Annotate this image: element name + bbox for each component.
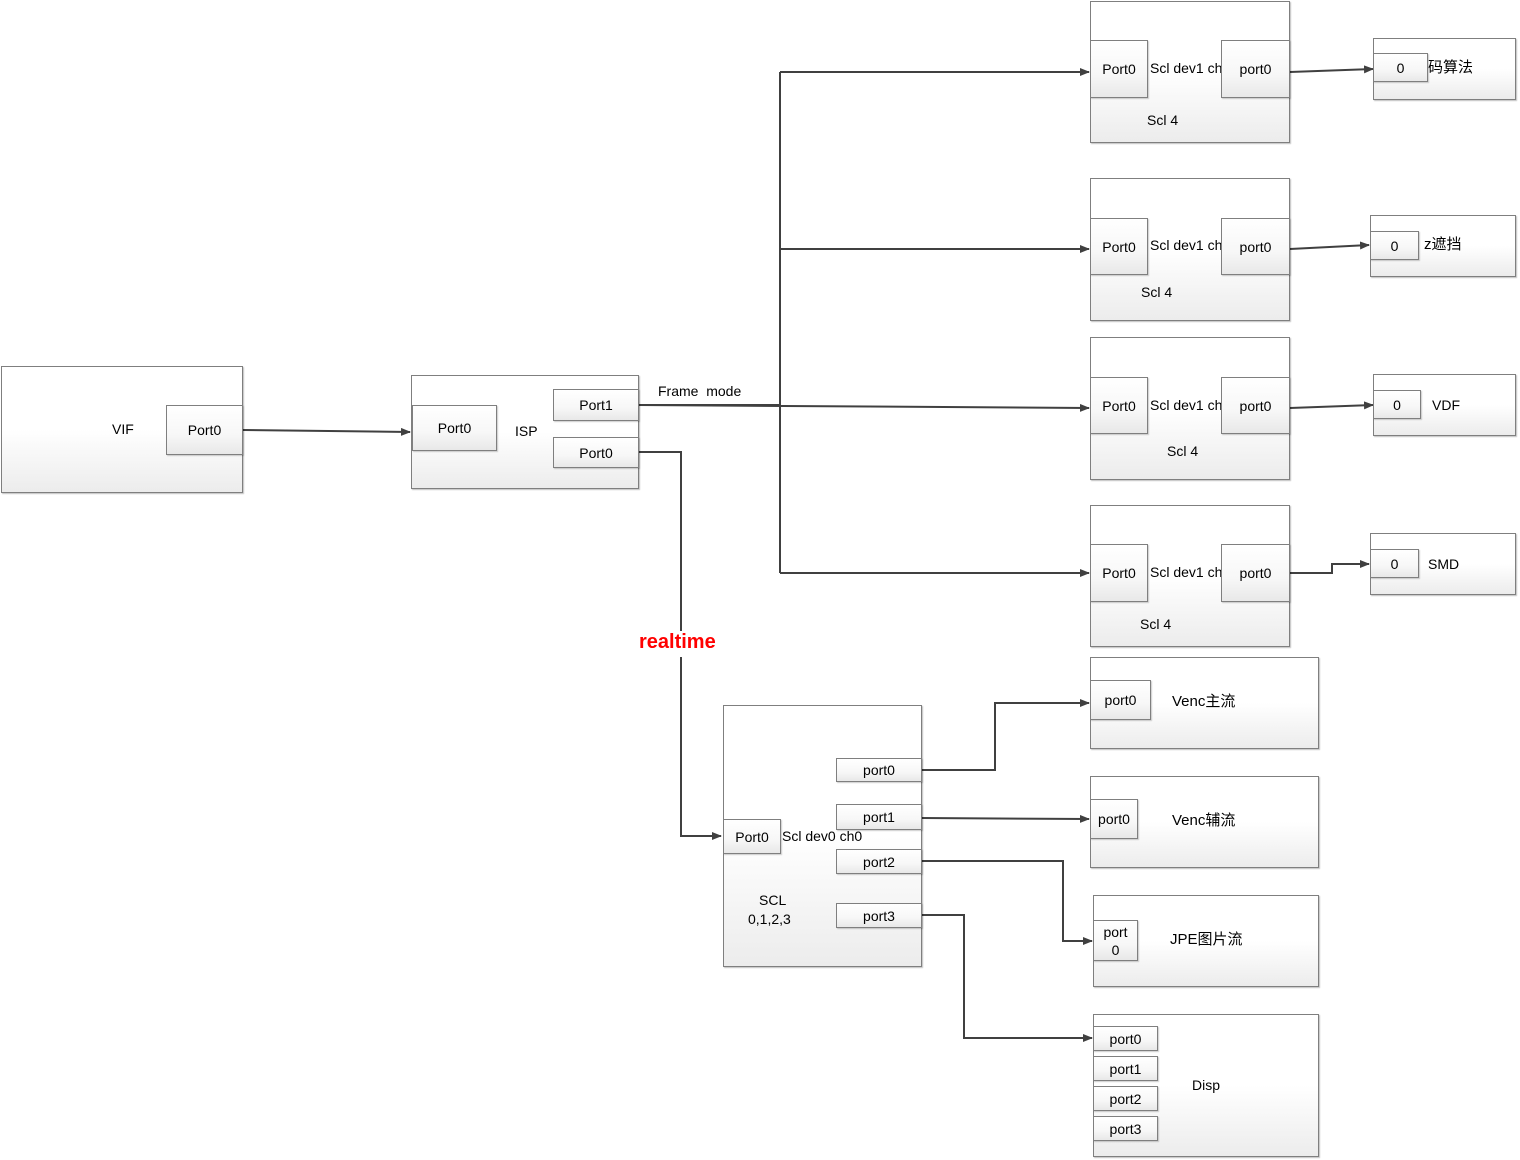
- target-occlusion-title: z遮挡: [1424, 236, 1462, 253]
- venc-main-port: port0: [1090, 680, 1151, 720]
- scl-dev0-out-port3: port3: [836, 903, 922, 928]
- vif-port0: Port0: [166, 405, 243, 455]
- target-algorithm-port: 0: [1373, 53, 1428, 82]
- wire-to-dev1-ch2: [638, 403, 1090, 412]
- scl-dev1-ch2-scl: Scl 4: [1167, 443, 1199, 459]
- isp-out-port1: Port1: [553, 389, 639, 421]
- scl-dev1-ch1-scl: Scl 4: [1141, 284, 1173, 300]
- scl-dev1-ch3-out-port: port0: [1221, 544, 1290, 602]
- frame-mode-label: Frame mode: [658, 383, 742, 399]
- jpe-title: JPE图片流: [1170, 931, 1243, 948]
- scl-dev1-ch3-title: Scl dev1 ch3: [1150, 564, 1231, 580]
- target-smd-title: SMD: [1428, 556, 1460, 572]
- wire-ch0-to-target: [1289, 65, 1374, 74]
- scl-dev1-ch1-title: Scl dev1 ch1: [1150, 237, 1231, 253]
- disp-port1: port1: [1093, 1056, 1158, 1081]
- wire-dev0-port0-to-venc-main: [922, 699, 1090, 771]
- scl-dev1-ch2-title: Scl dev1 ch2: [1150, 397, 1231, 413]
- venc-main-title: Venc主流: [1172, 693, 1236, 710]
- wire-isp-port1-trunk: [639, 72, 781, 573]
- jpe-port: port 0: [1093, 920, 1138, 961]
- disp-port0: port0: [1093, 1026, 1158, 1051]
- scl-dev0-out-port1: port1: [836, 804, 922, 830]
- jpe-port-line1: port: [1103, 923, 1128, 940]
- realtime-label: realtime: [639, 631, 716, 653]
- scl-dev0-scl-line1: SCL: [759, 892, 787, 908]
- scl-dev0-scl-line2: 0,1,2,3: [748, 911, 791, 927]
- scl-dev0-out-port0: port0: [836, 758, 922, 782]
- wire-dev0-port3-to-disp: [922, 914, 1093, 1042]
- scl-dev1-ch3-scl: Scl 4: [1140, 616, 1172, 632]
- wire-ch1-to-target: [1289, 241, 1370, 250]
- vif-title: VIF: [112, 421, 134, 437]
- isp-title: ISP: [515, 423, 538, 439]
- wire-isp-port0-to-dev0: [639, 451, 721, 836]
- scl-dev1-ch3-in-port: Port0: [1090, 544, 1148, 602]
- scl-dev1-ch0-out-port: port0: [1221, 40, 1290, 98]
- venc-sub-title: Venc辅流: [1172, 812, 1236, 829]
- scl-dev0-title: Scl dev0 ch0: [782, 828, 863, 844]
- disp-title: Disp: [1192, 1077, 1221, 1093]
- scl-dev1-ch1-out-port: port0: [1221, 218, 1290, 275]
- jpe-port-line2: 0: [1111, 941, 1120, 958]
- wire-ch2-to-target: [1289, 401, 1374, 410]
- wire-dev0-port1-to-venc-sub: [921, 814, 1090, 823]
- wire-ch3-to-target: [1290, 560, 1370, 574]
- target-vdf-port: 0: [1373, 390, 1421, 419]
- target-algorithm-title: 码算法: [1428, 59, 1474, 76]
- scl-dev1-ch0-title: Scl dev1 ch0: [1150, 60, 1231, 76]
- target-smd-port: 0: [1370, 549, 1419, 578]
- disp-port2: port2: [1093, 1086, 1158, 1111]
- scl-dev0-in-port: Port0: [723, 819, 781, 854]
- target-occlusion-port: 0: [1370, 231, 1419, 260]
- wire-vif-to-isp: [242, 427, 411, 436]
- disp-port3: port3: [1093, 1116, 1158, 1141]
- scl-dev1-ch0-scl: Scl 4: [1147, 112, 1179, 128]
- target-vdf-title: VDF: [1432, 397, 1460, 413]
- scl-dev1-ch1-in-port: Port0: [1090, 218, 1148, 275]
- wire-dev0-port2-to-jpe: [922, 860, 1093, 945]
- venc-sub-port: port0: [1090, 799, 1138, 839]
- scl-dev1-ch2-out-port: port0: [1221, 377, 1290, 434]
- scl-dev1-ch2-in-port: Port0: [1090, 377, 1148, 434]
- isp-out-port0: Port0: [553, 437, 639, 468]
- scl-dev0-out-port2: port2: [836, 849, 922, 874]
- scl-dev1-ch0-in-port: Port0: [1090, 40, 1148, 98]
- isp-in-port0: Port0: [412, 405, 497, 451]
